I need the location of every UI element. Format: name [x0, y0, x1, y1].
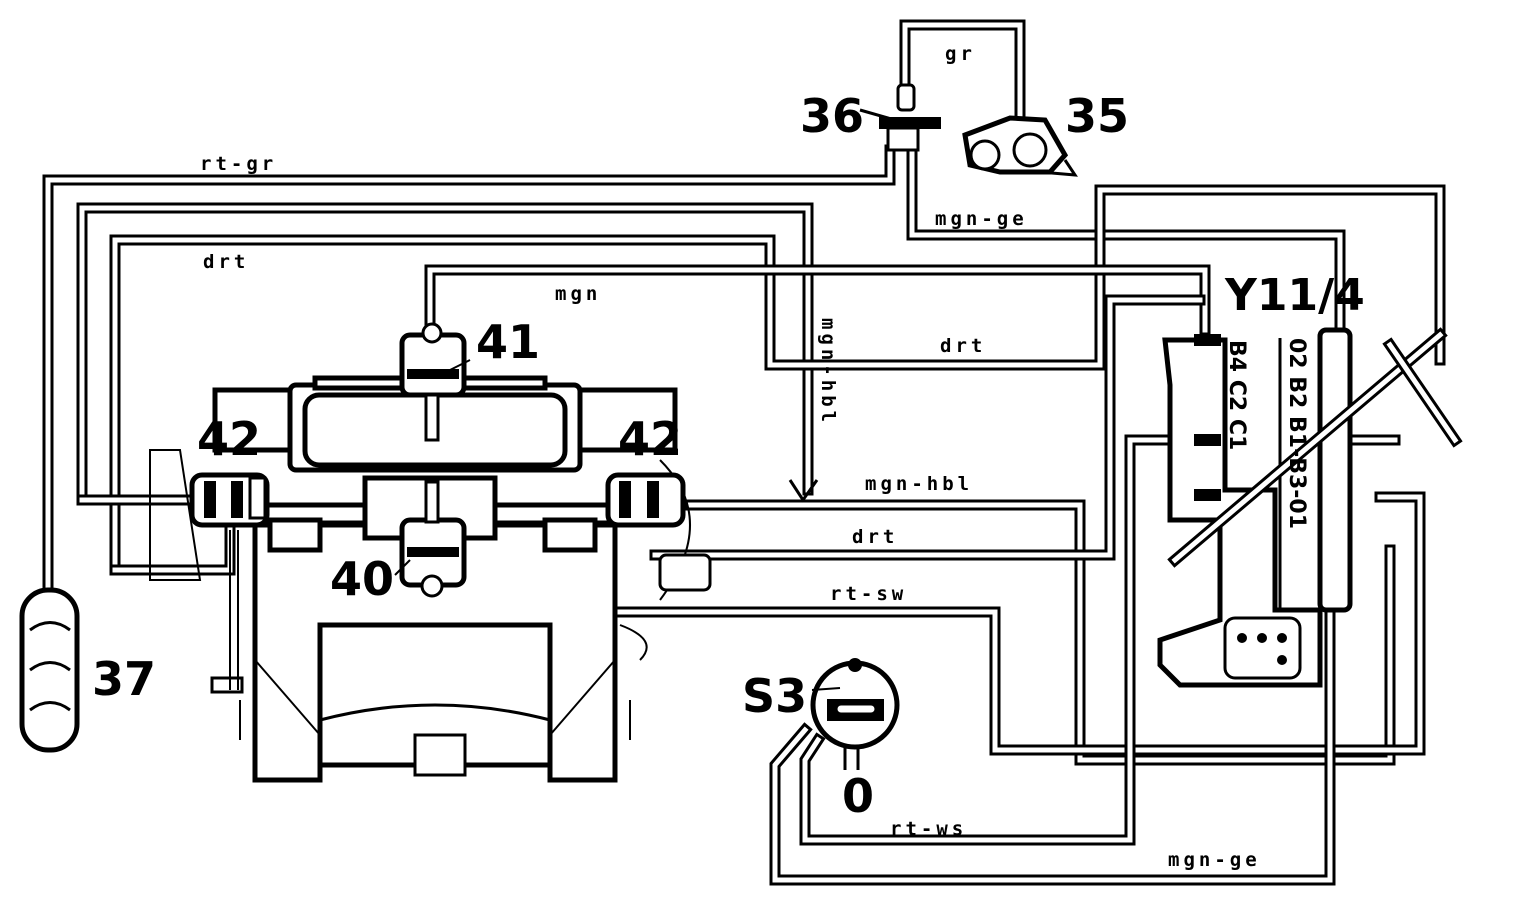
label-drt-left: drt	[203, 251, 249, 273]
throttle-cam-35	[962, 115, 1078, 177]
valve-40	[399, 480, 467, 598]
callout-40: 40	[330, 552, 394, 606]
callout-36: 36	[800, 89, 864, 143]
check-valve-36	[859, 83, 941, 152]
callout-zero: 0	[842, 769, 874, 823]
label-drt-low: drt	[852, 526, 898, 548]
actuator-42-left	[189, 472, 270, 528]
y-junction	[788, 479, 819, 503]
vacuum-lines	[42, 19, 1446, 886]
callout-37: 37	[92, 652, 156, 706]
label-mgn-hbl: mgn-hbl	[865, 473, 973, 495]
label-gr: gr	[945, 43, 976, 65]
hose-42-left-link2	[109, 524, 236, 576]
leader-41	[439, 359, 471, 376]
label-mgn-ge-top: mgn-ge	[935, 208, 1028, 230]
leader-s3	[811, 687, 841, 691]
hose-drt-low	[649, 294, 1206, 561]
callout-42-left: 42	[197, 412, 261, 466]
label-mgn: mgn	[555, 283, 601, 305]
label-mgn-hbl-vertical: mgn-hbl	[817, 318, 839, 426]
label-drt-mid: drt	[940, 335, 986, 357]
callout-42-right: 42	[618, 412, 682, 466]
callout-s3: S3	[742, 669, 807, 723]
leader-40	[394, 559, 411, 576]
hose-crossover	[1167, 327, 1463, 568]
callout-y11-4: Y11/4	[1224, 270, 1365, 321]
callout-41: 41	[476, 315, 540, 369]
label-rt-ws: rt-ws	[890, 818, 967, 840]
label-rt-gr: rt-gr	[200, 153, 277, 175]
label-mgn-ge-bottom: mgn-ge	[1168, 849, 1261, 871]
switch-s3	[810, 658, 900, 770]
label-rt-sw: rt-sw	[830, 583, 907, 605]
actuator-42-right	[605, 472, 686, 528]
hose-gr	[899, 19, 1026, 124]
switchover-valve-y11-4	[1157, 327, 1353, 688]
reservoir-37	[19, 587, 80, 753]
callout-35: 35	[1065, 89, 1129, 143]
valve-41	[399, 322, 467, 442]
pin-labels-left: B4 C2 C1	[1224, 340, 1249, 450]
pin-labels-right: 02 B2 B1-B3-01	[1284, 338, 1309, 529]
